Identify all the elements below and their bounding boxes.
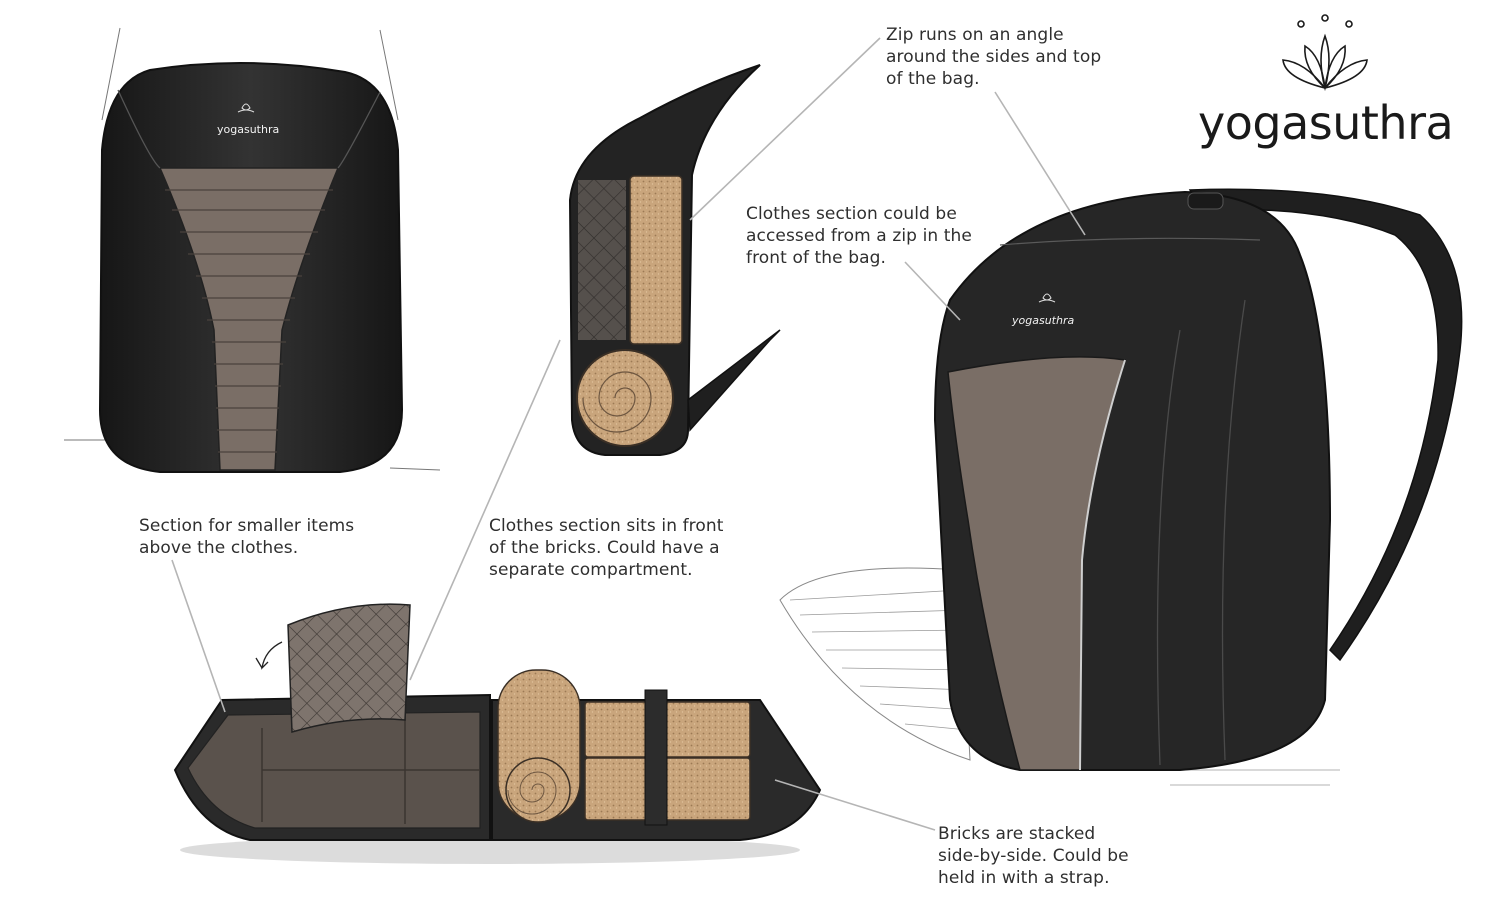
perspective-bag-label: yogasuthra (1011, 314, 1074, 327)
leader-zip-perspective (994, 91, 1086, 236)
brand-wordmark: yogasuthra (1198, 96, 1454, 150)
callout-smaller-items: Section for smaller items above the clot… (139, 515, 354, 559)
lotus-icon (1282, 14, 1368, 92)
callout-line: held in with a strap. (938, 868, 1110, 888)
leader-bricks (774, 779, 936, 831)
callout-line: separate compartment. (489, 560, 693, 580)
callout-clothes-access: Clothes section could be accessed from a… (746, 203, 972, 269)
callout-line: around the sides and top (886, 47, 1102, 67)
opened-quilted-flap (287, 603, 411, 733)
callout-line: above the clothes. (139, 538, 299, 558)
side-cork-brick (629, 175, 683, 345)
side-rolled-mat (576, 349, 674, 447)
leader-clothes-front (409, 339, 561, 681)
opened-bag-view (173, 603, 822, 864)
leader-zip (689, 37, 881, 221)
callout-line: of the bricks. Could have a (489, 538, 720, 558)
callout-line: accessed from a zip in the (746, 226, 972, 246)
perspective-shadow (779, 567, 971, 761)
perspective-backpack: yogasuthra (779, 188, 1463, 786)
front-view-backpack: yogasuthra (64, 27, 441, 473)
callout-zip: Zip runs on an angle around the sides an… (886, 24, 1101, 90)
perspective-logo-icon (1038, 293, 1056, 303)
callout-line: Clothes section sits in front (489, 516, 724, 536)
opened-brick-strap (644, 689, 668, 826)
front-bag-label: yogasuthra (217, 123, 279, 136)
leader-lines (171, 37, 1086, 831)
side-section-view (568, 64, 781, 456)
callout-line: Zip runs on an angle (886, 25, 1064, 45)
callout-bricks: Bricks are stacked side-by-side. Could b… (938, 823, 1129, 889)
leader-smaller-items (171, 559, 226, 713)
callout-clothes-front: Clothes section sits in front of the bri… (489, 515, 724, 581)
perspective-strap (1188, 188, 1463, 662)
callout-line: side-by-side. Could be (938, 846, 1129, 866)
callout-line: Clothes section could be (746, 204, 957, 224)
callout-line: of the bag. (886, 69, 980, 89)
front-logo-icon (237, 103, 255, 113)
front-taupe-panel (158, 167, 340, 471)
callout-line: front of the bag. (746, 248, 887, 268)
callout-line: Bricks are stacked (938, 824, 1096, 844)
side-quilted-pocket (578, 180, 626, 340)
leader-clothes-access (904, 261, 961, 321)
callout-line: Section for smaller items (139, 516, 355, 536)
